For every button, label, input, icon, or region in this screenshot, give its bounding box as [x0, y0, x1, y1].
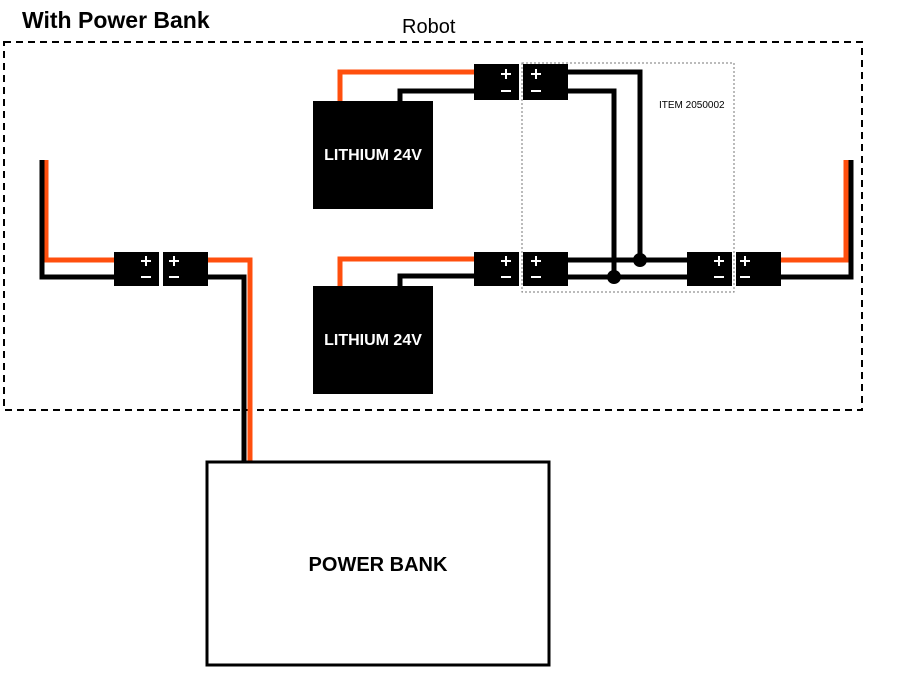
output-right-negative-wire	[780, 160, 854, 280]
diagram-title: With Power Bank	[22, 7, 210, 33]
battery-2-negative-wire	[397, 273, 475, 287]
power-bank-positive-wire	[208, 257, 253, 462]
connector-left-male	[114, 252, 159, 286]
wires	[39, 69, 854, 462]
connector-output-left	[687, 252, 732, 286]
power-bank: POWER BANK	[205, 460, 551, 667]
output-right-positive-wire	[780, 160, 849, 263]
junction-dot-lower	[607, 270, 621, 284]
battery-1-positive-wire	[337, 69, 475, 102]
power-bank-label: POWER BANK	[309, 554, 448, 576]
harness-top-outer-wire	[568, 69, 643, 260]
connector-bottom-right	[523, 252, 568, 286]
left-positive-wire	[43, 160, 115, 263]
junction-dot-upper	[633, 253, 647, 267]
connector-left-female	[163, 252, 208, 286]
power-bank-negative-wire	[208, 274, 247, 462]
connector-output-right	[736, 252, 781, 286]
battery-2: LITHIUM 24V	[313, 286, 433, 394]
battery-2-label: LITHIUM 24V	[324, 332, 422, 349]
robot-label: Robot	[402, 16, 456, 38]
harness-top-inner-wire	[568, 88, 617, 277]
battery-1: LITHIUM 24V	[313, 101, 433, 209]
battery-1-negative-wire	[397, 88, 475, 102]
battery-2-positive-wire	[337, 256, 475, 287]
connector-top-left	[474, 64, 519, 100]
connector-top-right	[523, 64, 568, 100]
left-negative-wire	[39, 160, 115, 280]
robot-boundary	[3, 41, 863, 411]
connector-bottom-left	[474, 252, 519, 286]
item-boundary	[521, 62, 735, 293]
item-label: ITEM 2050002	[659, 100, 725, 111]
battery-1-label: LITHIUM 24V	[324, 147, 422, 164]
